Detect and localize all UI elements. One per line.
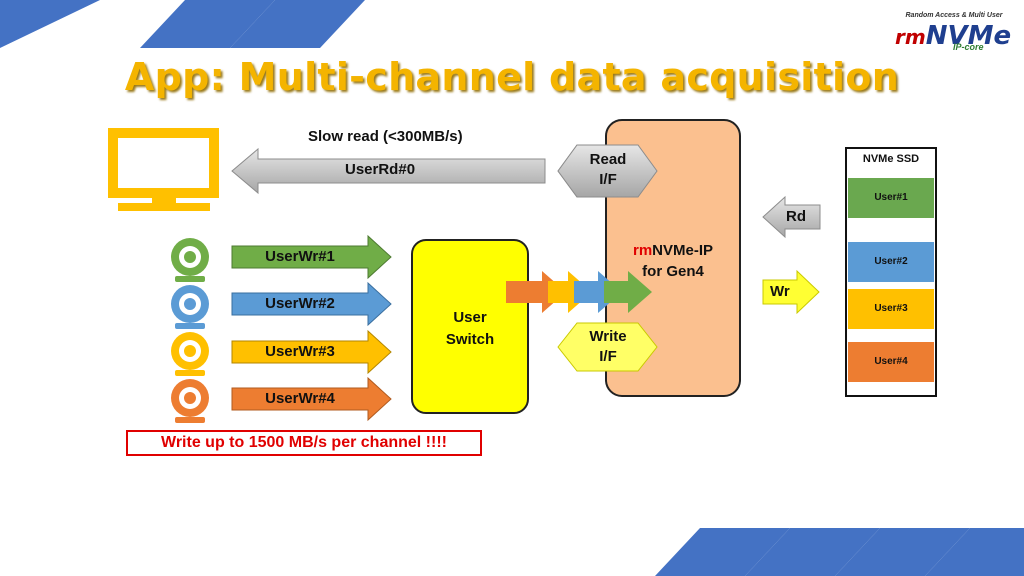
ssd-user-3-block: [848, 289, 934, 329]
read-if-line1: Read: [589, 151, 627, 168]
rmnvme-logo: Random Access & Multi User rmNVMe IP-cor…: [895, 12, 1013, 54]
slow-read-label: Slow read (<300MB/s): [308, 128, 463, 145]
rd-arrow: [762, 195, 821, 239]
logo-tagline: Random Access & Multi User: [905, 12, 1003, 19]
channel-label-1: UserWr#1: [265, 248, 335, 265]
deco-stripe-bottom-4: [925, 528, 1024, 576]
ssd-user-3-label: User#3: [874, 303, 908, 314]
nvme-ip-line1: rmNVMe-IP: [606, 240, 740, 261]
nvme-ip-label: rmNVMe-IP for Gen4: [606, 240, 740, 282]
wr-arrow: [762, 269, 820, 315]
ssd-title: NVMe SSD: [862, 153, 920, 165]
ssd-user-4-block: [848, 342, 934, 382]
ssd-user-1-block: [848, 178, 934, 218]
logo-brand-rm: rm: [895, 25, 926, 49]
nvme-ip-prefix: rm: [632, 242, 653, 259]
write-if-label: Write I/F: [578, 327, 638, 367]
monitor-icon: [108, 128, 219, 211]
read-if-label: Read I/F: [578, 150, 638, 190]
read-if-shape-front: [557, 144, 658, 198]
user-switch-line2: Switch: [445, 331, 495, 348]
read-if-line2: I/F: [599, 171, 617, 188]
write-if-line1: Write: [589, 328, 627, 345]
channel-arrow-4: [231, 376, 392, 422]
logo-sub: IP-core: [953, 42, 984, 52]
webcam-icon-3: [171, 332, 209, 376]
user-switch-label: User Switch: [412, 307, 528, 351]
logo-brand: rmNVMe: [895, 21, 1011, 51]
rd-label: Rd: [786, 208, 806, 225]
chevron-green: [604, 271, 652, 313]
channel-label-4: UserWr#4: [265, 390, 335, 407]
ssd-user-4-label: User#4: [874, 356, 908, 367]
user-switch-block: [411, 239, 529, 414]
channel-arrow-1: [231, 234, 392, 280]
channel-arrows: [231, 234, 392, 422]
user-switch-line1: User: [453, 309, 487, 326]
channel-arrow-3: [231, 329, 392, 375]
nvme-ip-name: NVMe-IP: [652, 242, 714, 259]
deco-stripe-top-2: [230, 0, 365, 48]
webcam-icon-2: [171, 285, 209, 329]
nvme-ip-line2: for Gen4: [642, 263, 704, 280]
webcam-icon-1: [171, 238, 209, 282]
write-if-line2: I/F: [599, 348, 617, 365]
user-read-arrow: [231, 147, 546, 195]
deco-stripe-top-left: [0, 0, 100, 48]
page-title: App: Multi-channel data acquisition: [124, 55, 900, 99]
user-read-label: UserRd#0: [345, 161, 416, 178]
channel-label-2: UserWr#2: [265, 295, 335, 312]
webcam-icon-4: [171, 379, 209, 423]
merged-write-chevrons: [506, 271, 652, 313]
write-if-shape: [557, 322, 658, 372]
channel-label-3: UserWr#3: [265, 343, 335, 360]
chevron-yellow: [548, 271, 592, 313]
wr-label: Wr: [770, 283, 790, 300]
ssd-user-2-block: [848, 242, 934, 282]
channel-arrow-2: [231, 281, 392, 327]
ssd-user-2-label: User#2: [874, 256, 908, 267]
throughput-note: Write up to 1500 MB/s per channel !!!!: [126, 430, 482, 456]
logo-brand-main: NVMe: [925, 21, 1012, 51]
ssd-user-1-label: User#1: [874, 192, 908, 203]
